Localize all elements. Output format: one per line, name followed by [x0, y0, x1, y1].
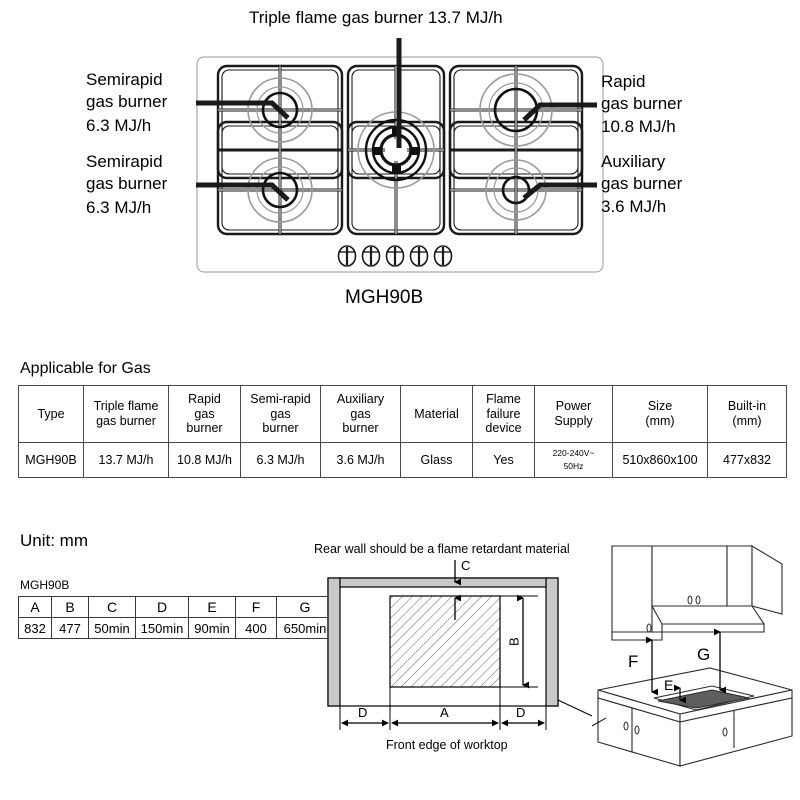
- callout-auxiliary-line1: Auxiliary: [601, 152, 666, 171]
- callout-semirapid-bottom-line1: Semirapid: [86, 152, 163, 171]
- spec-cell-rapid: 10.8 MJ/h: [168, 442, 241, 478]
- callout-rapid-line3: 10.8 MJ/h: [601, 117, 676, 136]
- kitchen-drawing: [592, 545, 793, 767]
- dims-header-cell: C: [88, 596, 136, 618]
- dimensions-table: A B C D E F G 832 477 50min 150min 90min…: [18, 596, 334, 639]
- dims-header-cell: A: [18, 596, 52, 618]
- burner-auxiliary: [485, 159, 547, 221]
- cutout-drawing: [327, 560, 593, 730]
- cutout-title: Rear wall should be a flame retardant ma…: [314, 542, 570, 556]
- dims-value-cell: 90min: [188, 617, 236, 639]
- spec-cell-triple-flame: 13.7 MJ/h: [83, 442, 169, 478]
- spec-header-cell: Built-in(mm): [707, 385, 787, 443]
- spec-cell-flame-failure: Yes: [472, 442, 535, 478]
- dims-model-label: MGH90B: [20, 578, 70, 592]
- power-line-2: 50Hz: [563, 461, 584, 471]
- cutout-caption: Front edge of worktop: [386, 738, 508, 752]
- dims-header-cell: F: [235, 596, 277, 618]
- spec-header-cell: Material: [400, 385, 473, 443]
- callout-semirapid-top-line1: Semirapid: [86, 70, 163, 89]
- dims-value-row: 832 477 50min 150min 90min 400 650min: [18, 617, 334, 639]
- callout-rapid-line1: Rapid: [601, 72, 646, 91]
- dims-header-cell: B: [51, 596, 89, 618]
- cutout-label-c: C: [461, 558, 471, 573]
- control-knob-row: [337, 245, 453, 267]
- kitchen-elevation-diagram: F E G: [592, 540, 800, 772]
- dims-value-cell: 477: [51, 617, 89, 639]
- dims-header-cell: D: [135, 596, 189, 618]
- kitchen-label-f: F: [628, 652, 639, 671]
- spec-cell-built-in: 477x832: [707, 442, 787, 478]
- spec-data-row: MGH90B 13.7 MJ/h 10.8 MJ/h 6.3 MJ/h 3.6 …: [18, 442, 787, 478]
- dims-value-cell: 50min: [88, 617, 136, 639]
- cutout-label-d-left: D: [358, 705, 368, 720]
- burner-semirapid-bottom: [247, 157, 313, 223]
- dims-value-cell: 150min: [135, 617, 189, 639]
- spec-header-cell: Size(mm): [612, 385, 708, 443]
- unit-note: Unit: mm: [20, 531, 88, 550]
- kitchen-label-g: G: [697, 645, 711, 664]
- spec-cell-auxiliary: 3.6 MJ/h: [320, 442, 401, 478]
- hob-drawing: [196, 38, 604, 273]
- power-line-1: 220-240V~: [552, 448, 595, 459]
- hob-illustration: Triple flame gas burner 13.7 MJ/h Semira…: [0, 0, 800, 330]
- callout-semirapid-top-line3: 6.3 MJ/h: [86, 116, 152, 135]
- dims-value-cell: 832: [18, 617, 52, 639]
- spec-cell-material: Glass: [400, 442, 473, 478]
- burner-semirapid-top: [247, 77, 313, 143]
- kitchen-label-e: E: [664, 677, 674, 693]
- callout-semirapid-top-line2: gas burner: [86, 92, 168, 111]
- cutout-diagram: Rear wall should be a flame retardant ma…: [310, 540, 600, 765]
- spec-cell-size: 510x860x100: [612, 442, 708, 478]
- dims-header-row: A B C D E F G: [18, 596, 334, 618]
- cutout-label-a: A: [440, 705, 449, 720]
- dims-value-cell: 650min: [276, 617, 334, 639]
- callout-auxiliary-line3: 3.6 MJ/h: [601, 197, 667, 216]
- callout-semirapid-bottom-line3: 6.3 MJ/h: [86, 198, 152, 217]
- dims-header-cell: E: [188, 596, 236, 618]
- spec-cell-type: MGH90B: [18, 442, 84, 478]
- callout-triple-flame-label: Triple flame gas burner 13.7 MJ/h: [249, 8, 503, 27]
- cutout-label-b: B: [506, 637, 522, 646]
- cutout-label-d-right: D: [516, 705, 526, 720]
- dims-value-cell: 400: [235, 617, 277, 639]
- callout-semirapid-bottom-line2: gas burner: [86, 174, 168, 193]
- spec-cell-semi-rapid: 6.3 MJ/h: [240, 442, 321, 478]
- hob-model-label: MGH90B: [345, 287, 424, 308]
- callout-auxiliary-line2: gas burner: [601, 174, 683, 193]
- spec-section-heading: Applicable for Gas: [20, 360, 151, 377]
- spec-cell-power-supply: 220-240V~ 50Hz: [534, 442, 613, 478]
- callout-rapid-line2: gas burner: [601, 94, 683, 113]
- spec-header-cell: Type: [18, 385, 84, 443]
